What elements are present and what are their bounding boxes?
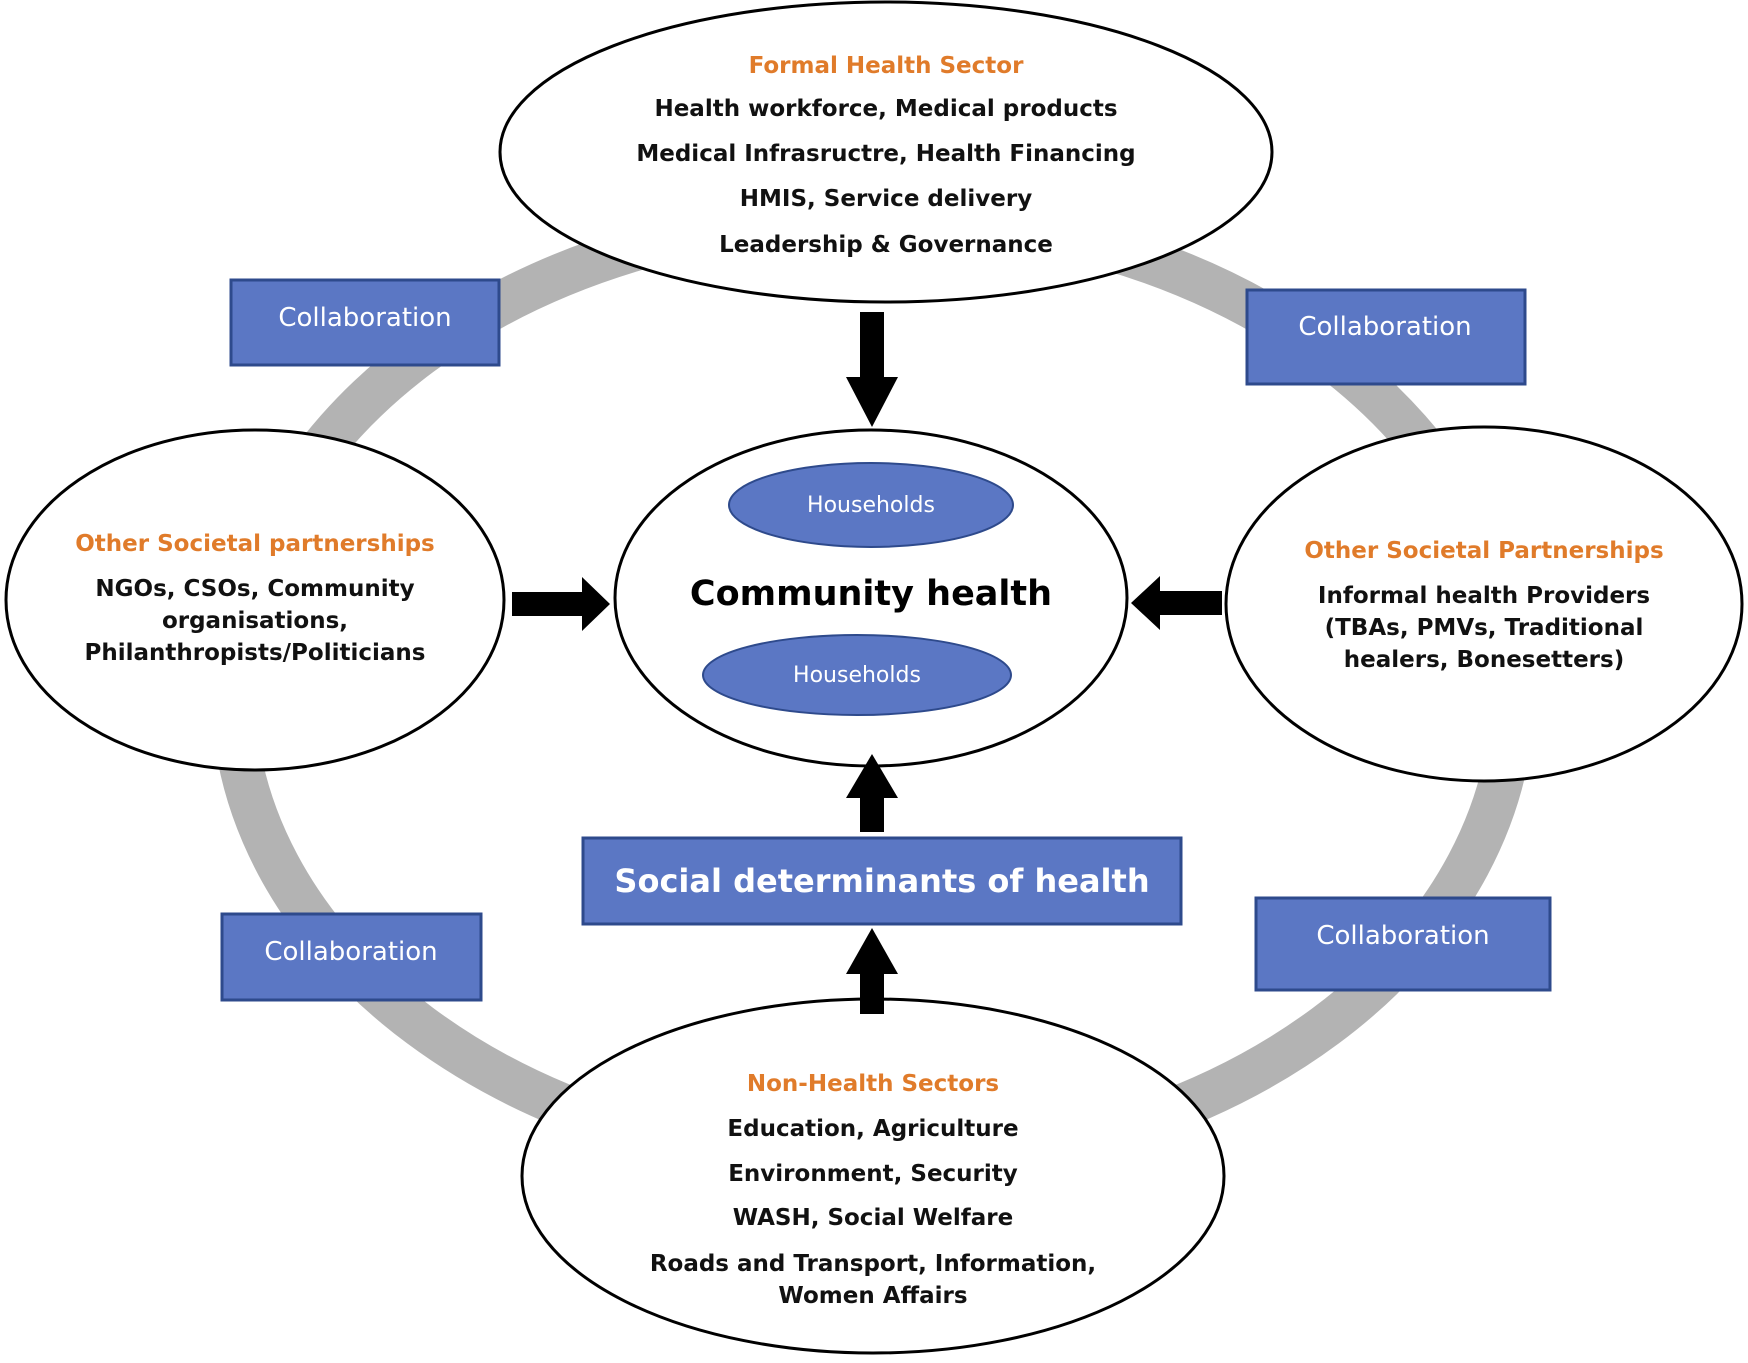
left-node-heading: Other Societal partnerships — [75, 531, 435, 557]
arrow-up-to-social — [846, 928, 898, 1014]
right-node-line: Informal health Providers — [1318, 583, 1650, 609]
formal-health-line: Health workforce, Medical products — [654, 96, 1117, 122]
left-node-line: organisations, — [162, 608, 348, 634]
social-determinants-label: Social determinants of health — [614, 862, 1149, 900]
arrow-down-from-formal — [846, 312, 898, 427]
collaboration-label: Collaboration — [278, 303, 451, 333]
formal-health-line: HMIS, Service delivery — [740, 186, 1032, 212]
left-node-line: NGOs, CSOs, Community — [95, 576, 414, 602]
other-societal-partnerships-left-node: Other Societal partnerships NGOs, CSOs, … — [4, 428, 506, 772]
formal-health-line: Medical Infrasructre, Health Financing — [636, 141, 1135, 167]
collaboration-box-bottom-left: Collaboration — [220, 912, 483, 1002]
formal-health-sector-node: Formal Health Sector Health workforce, M… — [498, 0, 1274, 304]
households-top-label: Households — [807, 493, 935, 518]
households-top-ellipse — [728, 462, 1014, 548]
collaboration-label: Collaboration — [1298, 312, 1471, 342]
collaboration-box-top-right: Collaboration — [1245, 288, 1527, 386]
collaboration-box-bottom-right: Collaboration — [1254, 896, 1552, 992]
arrow-left-from-right — [1131, 576, 1222, 630]
households-bottom-ellipse — [702, 634, 1012, 716]
households-bottom-label: Households — [793, 663, 921, 688]
non-health-heading: Non-Health Sectors — [747, 1071, 999, 1097]
non-health-line: Roads and Transport, Information, — [650, 1251, 1096, 1277]
non-health-line: Women Affairs — [778, 1283, 967, 1309]
right-node-line: (TBAs, PMVs, Traditional — [1325, 615, 1644, 641]
community-health-title: Community health — [690, 574, 1052, 614]
community-health-node: Households Community health Households — [613, 428, 1129, 768]
non-health-line: Education, Agriculture — [727, 1116, 1018, 1142]
non-health-line: Environment, Security — [728, 1161, 1018, 1187]
arrow-up-to-center — [846, 754, 898, 832]
right-node-line: healers, Bonesetters) — [1344, 647, 1624, 673]
left-node-line: Philanthropists/Politicians — [85, 640, 426, 666]
collaboration-box-top-left: Collaboration — [229, 278, 501, 367]
collaboration-label: Collaboration — [264, 937, 437, 967]
formal-health-sector-heading: Formal Health Sector — [749, 53, 1025, 79]
non-health-line: WASH, Social Welfare — [733, 1205, 1014, 1231]
non-health-sectors-node: Non-Health Sectors Education, Agricultur… — [520, 997, 1226, 1355]
collaboration-label: Collaboration — [1316, 921, 1489, 951]
formal-health-line: Leadership & Governance — [719, 232, 1053, 258]
right-node-heading: Other Societal Partnerships — [1304, 538, 1663, 564]
other-societal-partnerships-right-node: Other Societal Partnerships Informal hea… — [1224, 425, 1744, 783]
arrow-right-from-left — [512, 577, 610, 631]
social-determinants-box: Social determinants of health — [581, 836, 1183, 926]
